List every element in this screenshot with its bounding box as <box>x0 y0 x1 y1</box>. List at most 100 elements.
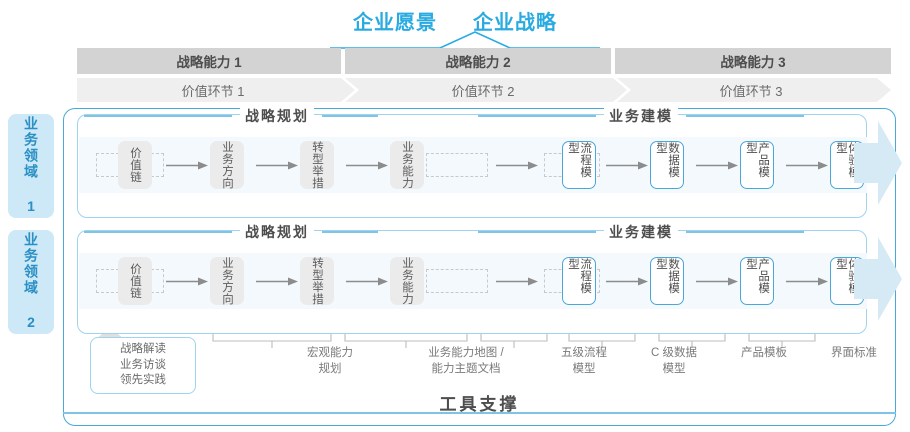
tool-label-capability-map: 业务能力地图 / 能力主题文档 <box>401 346 531 377</box>
arrow-icon <box>496 161 538 170</box>
node-label: 业务方向 <box>221 257 234 305</box>
rule-left <box>84 115 232 117</box>
node-label: 流程模型 <box>567 258 592 294</box>
section-modeling-label-2: 业务建模 <box>604 222 678 242</box>
node-value-chain-2[interactable]: 价值链 <box>118 257 152 305</box>
node-label: 产品模型 <box>745 142 770 178</box>
rule-right <box>322 231 378 233</box>
node-value-chain-1[interactable]: 价值链 <box>118 141 152 189</box>
strategic-capability-bars: 战略能力 1 战略能力 2 战略能力 3 <box>77 48 891 74</box>
tool-label-macro-capability: 宏观能力 规划 <box>275 346 385 377</box>
node-label: 数据模型 <box>655 142 680 178</box>
node-business-capability-2[interactable]: 业务能力 <box>390 257 424 305</box>
arrow-icon <box>786 277 828 286</box>
section-planning-label-2: 战略规划 <box>240 222 314 242</box>
tool-label-ui-standard: 界面标准 <box>801 346 907 362</box>
arrow-icon <box>786 161 828 170</box>
node-product-model-1[interactable]: 产品模型 <box>740 141 774 189</box>
rule-left <box>478 231 596 233</box>
footer-divider <box>63 412 896 414</box>
node-business-capability-1[interactable]: 业务能力 <box>390 141 424 189</box>
rule-right <box>686 231 804 233</box>
tool-label-text: 战略解读 业务访谈 领先实践 <box>120 343 166 387</box>
node-data-model-1[interactable]: 数据模型 <box>650 141 684 189</box>
node-transformation-2[interactable]: 转型举措 <box>300 257 334 305</box>
arrow-icon <box>606 277 648 286</box>
node-label: 价值链 <box>129 263 142 299</box>
node-process-model-1[interactable]: 流程模型 <box>562 141 596 189</box>
tool-label-five-level-process: 五级流程 模型 <box>531 346 637 377</box>
section-planning-label-1: 战略规划 <box>240 106 314 126</box>
arrow-icon <box>256 277 298 286</box>
capability-bar-1: 战略能力 1 <box>77 48 341 74</box>
tool-label-text: 五级流程 模型 <box>561 347 607 375</box>
node-label: 产品模型 <box>745 258 770 294</box>
node-product-model-2[interactable]: 产品模型 <box>740 257 774 305</box>
row-1-section-planning: 战略规划 <box>84 106 378 126</box>
row-1-track: 价值链 业务方向 转型举措 业务能力 流程模型 数 <box>78 137 868 193</box>
value-chain-2: 价值环节 2 <box>345 78 627 102</box>
node-transformation-1[interactable]: 转型举措 <box>300 141 334 189</box>
arrow-icon <box>166 277 208 286</box>
node-label: 业务方向 <box>221 141 234 189</box>
domain-tab-2: 业务领域 2 <box>8 230 54 334</box>
node-label: 业务能力 <box>401 257 414 305</box>
node-process-model-2[interactable]: 流程模型 <box>562 257 596 305</box>
section-modeling-label-1: 业务建模 <box>604 106 678 126</box>
rule-left <box>84 231 232 233</box>
arrow-icon <box>346 277 388 286</box>
arrow-icon <box>696 161 738 170</box>
node-label: 数据模型 <box>655 258 680 294</box>
row-1-outflow-arrow-icon <box>854 121 902 210</box>
rule-right <box>322 115 378 117</box>
header-titles: 企业愿景 企业战略 <box>0 6 910 35</box>
domain-row-2: 战略规划 业务建模 价值链 业务方向 转型举措 业务能力 <box>77 222 902 334</box>
node-label: 业务能力 <box>401 141 414 189</box>
tool-support-title: 工具支撑 <box>439 395 520 414</box>
tool-support-footer: 工具支撑 <box>63 390 896 415</box>
tool-label-strategy-interpretation: 战略解读 业务访谈 领先实践 <box>90 337 196 394</box>
row-2-outflow-arrow-icon <box>854 237 902 326</box>
tool-support-labels: 战略解读 业务访谈 领先实践 宏观能力 规划 业务能力地图 / 能力主题文档 五… <box>63 337 903 394</box>
value-chain-3-label: 价值环节 3 <box>719 83 783 99</box>
node-label: 转型举措 <box>311 257 324 305</box>
arrow-icon <box>696 277 738 286</box>
arrow-icon <box>166 161 208 170</box>
node-business-direction-2[interactable]: 业务方向 <box>210 257 244 305</box>
tool-label-text: C 级数据 模型 <box>651 347 697 375</box>
title-enterprise-strategy: 企业战略 <box>473 12 557 34</box>
value-chain-1-label: 价值环节 1 <box>181 83 245 99</box>
rule-left <box>478 115 596 117</box>
arrow-icon <box>256 161 298 170</box>
tool-label-text: 产品模板 <box>741 347 787 359</box>
value-chain-2-label: 价值环节 2 <box>451 83 515 99</box>
node-business-direction-1[interactable]: 业务方向 <box>210 141 244 189</box>
tool-label-c-level-data: C 级数据 模型 <box>621 346 727 377</box>
arrow-icon <box>346 161 388 170</box>
domain-tab-1-label: 业务领域 1 <box>23 116 39 216</box>
value-chain-1: 价值环节 1 <box>77 78 355 102</box>
tool-label-product-template: 产品模板 <box>711 346 817 362</box>
row-2-section-planning: 战略规划 <box>84 222 378 242</box>
rule-right <box>686 115 804 117</box>
slot-mid-2 <box>426 269 488 293</box>
domain-tab-2-label: 业务领域 2 <box>23 232 39 332</box>
tool-label-text: 宏观能力 规划 <box>307 347 353 375</box>
domain-row-1: 战略规划 业务建模 价值链 业务方向 转型举措 业务能力 <box>77 106 902 218</box>
node-label: 转型举措 <box>311 141 324 189</box>
value-chain-3: 价值环节 3 <box>617 78 891 102</box>
node-data-model-2[interactable]: 数据模型 <box>650 257 684 305</box>
value-chain-bars: 价值环节 1 价值环节 2 价值环节 3 <box>77 78 891 102</box>
row-2-track: 价值链 业务方向 转型举措 业务能力 流程模型 数 <box>78 253 868 309</box>
capability-bar-3: 战略能力 3 <box>615 48 891 74</box>
tool-label-text: 业务能力地图 / 能力主题文档 <box>428 347 504 375</box>
arrow-icon <box>496 277 538 286</box>
node-label: 流程模型 <box>567 142 592 178</box>
capability-bar-2: 战略能力 2 <box>345 48 611 74</box>
title-enterprise-vision: 企业愿景 <box>353 12 437 34</box>
node-label: 价值链 <box>129 147 142 183</box>
row-2-section-modeling: 业务建模 <box>478 222 804 242</box>
tool-label-text: 界面标准 <box>831 347 877 359</box>
domain-tab-1: 业务领域 1 <box>8 114 54 218</box>
row-1-section-modeling: 业务建模 <box>478 106 804 126</box>
